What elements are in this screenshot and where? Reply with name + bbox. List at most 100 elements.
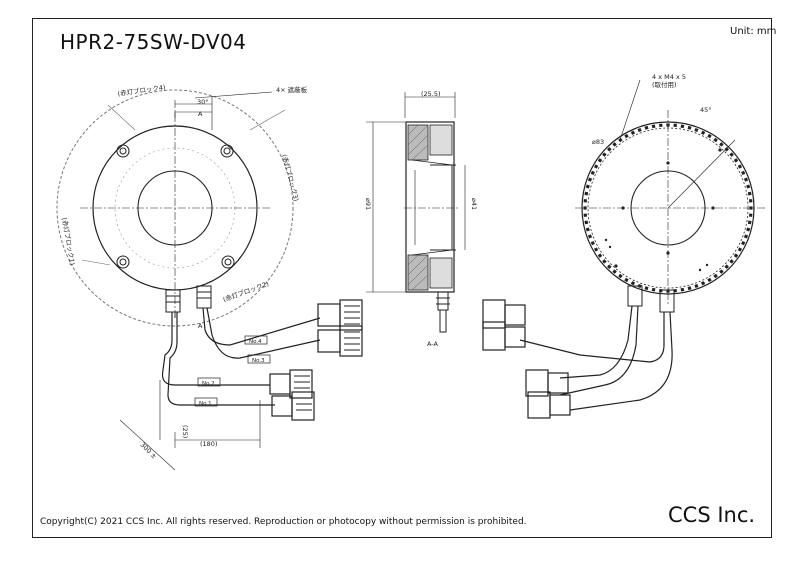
led-dot — [680, 287, 685, 292]
led-dot — [733, 158, 739, 163]
led-dot — [719, 142, 724, 147]
led-dot — [748, 213, 753, 217]
led-dot — [719, 269, 724, 274]
block-label-1: (赤灯ブロック1) — [60, 217, 77, 266]
connector-icon — [482, 299, 526, 329]
led-dot — [666, 123, 670, 127]
connector-icon — [271, 391, 315, 421]
led-dot — [607, 147, 612, 152]
led-dot — [747, 191, 752, 196]
section-dim-inner: ⌀41 — [470, 198, 478, 210]
led-dot — [583, 206, 587, 210]
led-dot — [743, 177, 749, 182]
section-dim-outer: ⌀91 — [364, 198, 372, 210]
screw-icon — [221, 255, 235, 269]
led-dot — [707, 133, 712, 139]
led-dot — [741, 170, 746, 176]
led-dot — [700, 130, 706, 135]
cable-label-no3: No.3 — [252, 358, 265, 364]
led-dots — [583, 123, 753, 293]
led-dot — [700, 281, 706, 286]
back-angle-label: 45° — [700, 106, 712, 114]
led-dot — [612, 269, 617, 274]
led-dot — [659, 288, 663, 293]
led-dot — [743, 234, 749, 239]
front-section-marker-bottom: A — [198, 322, 203, 330]
led-dot — [651, 124, 656, 129]
led-dot — [729, 152, 734, 157]
led-dot — [587, 177, 593, 182]
led-dot — [607, 264, 612, 269]
led-dot — [644, 125, 649, 130]
led-dot — [637, 283, 642, 289]
shield-note: 4× 遮蔽板 — [276, 85, 308, 94]
screw-icon — [116, 144, 130, 158]
led-dot — [590, 170, 595, 176]
section-view — [366, 92, 466, 333]
cable-label-no4: No.4 — [249, 339, 262, 345]
section-dim-width: (25.5) — [421, 90, 441, 98]
mount-note-2: (取付用) — [652, 80, 677, 89]
led-dot — [593, 247, 599, 252]
connector-icon — [525, 369, 569, 397]
led-dot — [618, 137, 623, 143]
screw-icon — [116, 255, 130, 269]
led-dot — [630, 281, 636, 286]
led-dot — [713, 273, 718, 279]
led-dot — [583, 213, 588, 217]
drawing-frame — [32, 18, 772, 538]
led-dot — [724, 147, 729, 152]
led-dot — [737, 164, 743, 169]
led-dot — [644, 286, 649, 291]
cable-no1 — [167, 312, 275, 406]
led-dot — [748, 199, 753, 203]
led-dot — [637, 127, 642, 133]
led-dot — [587, 234, 593, 239]
block-outline-circle — [56, 89, 294, 327]
dim-180: (180) — [200, 440, 217, 448]
led-dot — [729, 259, 734, 264]
drawing-title: HPR2-75SW-DV04 — [60, 30, 247, 54]
block-label-3: (赤灯ブロック3) — [280, 153, 301, 202]
led-dot — [673, 123, 677, 128]
block-label-4: (赤灯ブロック4) — [117, 82, 166, 98]
led-dot — [741, 240, 746, 246]
led-dot — [585, 184, 590, 189]
mount-holes — [604, 148, 722, 272]
led-dot — [673, 288, 677, 293]
connector-icon — [317, 325, 363, 357]
led-dot — [624, 277, 629, 283]
led-dot — [651, 287, 656, 292]
back-diameter-label: ⌀83 — [592, 138, 604, 146]
section-housing — [405, 121, 455, 293]
led-dot — [687, 125, 692, 130]
back-view — [482, 79, 765, 419]
led-dot — [659, 123, 663, 128]
led-dot — [584, 191, 589, 196]
led-dot — [680, 124, 685, 129]
cable-no2 — [161, 312, 270, 386]
led-dot — [597, 158, 603, 163]
company-name: CCS Inc. — [668, 503, 756, 527]
led-dot — [583, 199, 588, 203]
led-dot — [746, 184, 751, 189]
led-dot — [737, 247, 743, 252]
led-dot — [585, 227, 590, 232]
led-dot — [618, 273, 623, 279]
screw-icon — [220, 144, 234, 158]
front-view — [56, 89, 363, 471]
shield-leader-line — [194, 91, 273, 99]
led-dot — [724, 264, 729, 269]
mount-leader-line — [619, 79, 641, 141]
front-section-marker-top: A — [198, 110, 203, 118]
led-dot — [687, 286, 692, 291]
connector-icon — [482, 321, 526, 351]
led-dot — [584, 220, 589, 225]
led-dot — [713, 137, 718, 143]
led-dot — [694, 283, 699, 289]
cable-label-no2: No.2 — [202, 381, 215, 387]
cable-label-no1: No.1 — [199, 401, 212, 407]
led-dot — [746, 227, 751, 232]
led-dot — [602, 152, 607, 157]
